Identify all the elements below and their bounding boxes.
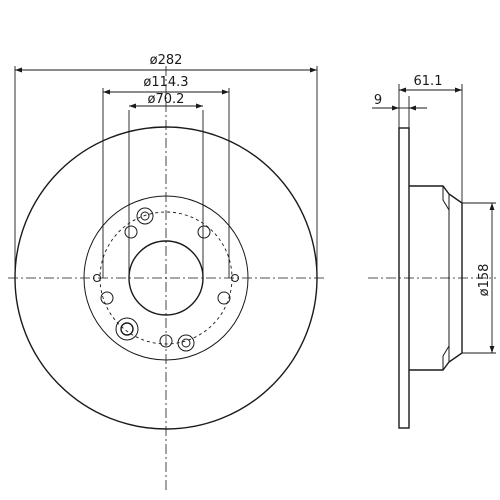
hat-diameter-label: ø158	[477, 264, 492, 297]
side-view: 61.1 9 ø158	[368, 74, 496, 429]
hat-profile	[409, 185, 463, 371]
bolt-hole	[124, 225, 138, 239]
wheel-bolt-holes	[100, 225, 231, 348]
outer-diameter-label: ø282	[150, 53, 183, 68]
screw-hole-inner	[140, 211, 150, 221]
side-extension-lines	[398, 84, 496, 354]
bolt-circle-label: ø114.3	[143, 75, 188, 90]
hat-outer-edge	[83, 195, 249, 361]
retaining-screw-holes	[115, 207, 195, 352]
overall-height-label: 61.1	[414, 74, 443, 89]
screw-hole-outer	[115, 317, 139, 341]
bolt-hole	[197, 225, 211, 239]
screw-hole-outer	[136, 207, 154, 225]
center-bore-dimension: ø70.2	[129, 92, 203, 109]
screw-hole-inner	[181, 338, 191, 348]
friction-ring	[398, 127, 410, 429]
hat-diameter-dimension: ø158	[477, 203, 495, 353]
center-bore-label: ø70.2	[148, 92, 185, 107]
screw-hole-outer	[177, 334, 195, 352]
thickness-label: 9	[374, 93, 382, 108]
bolt-hole	[100, 291, 114, 305]
front-view: ø282 ø114.3 ø70.2	[8, 53, 325, 492]
bolt-circle-dimension: ø114.3	[103, 75, 229, 95]
bolt-hole	[159, 334, 173, 348]
hat-inner-profile	[442, 186, 450, 370]
overall-height-dimension: 61.1	[399, 74, 462, 93]
bolt-hole	[217, 291, 231, 305]
pilot-holes	[93, 274, 239, 282]
extension-lines	[14, 66, 318, 278]
pilot-hole	[231, 274, 239, 282]
pilot-hole	[93, 274, 101, 282]
outer-diameter-dimension: ø282	[14, 53, 317, 73]
screw-hole-inner	[120, 322, 134, 336]
thickness-dimension: 9	[372, 93, 427, 111]
